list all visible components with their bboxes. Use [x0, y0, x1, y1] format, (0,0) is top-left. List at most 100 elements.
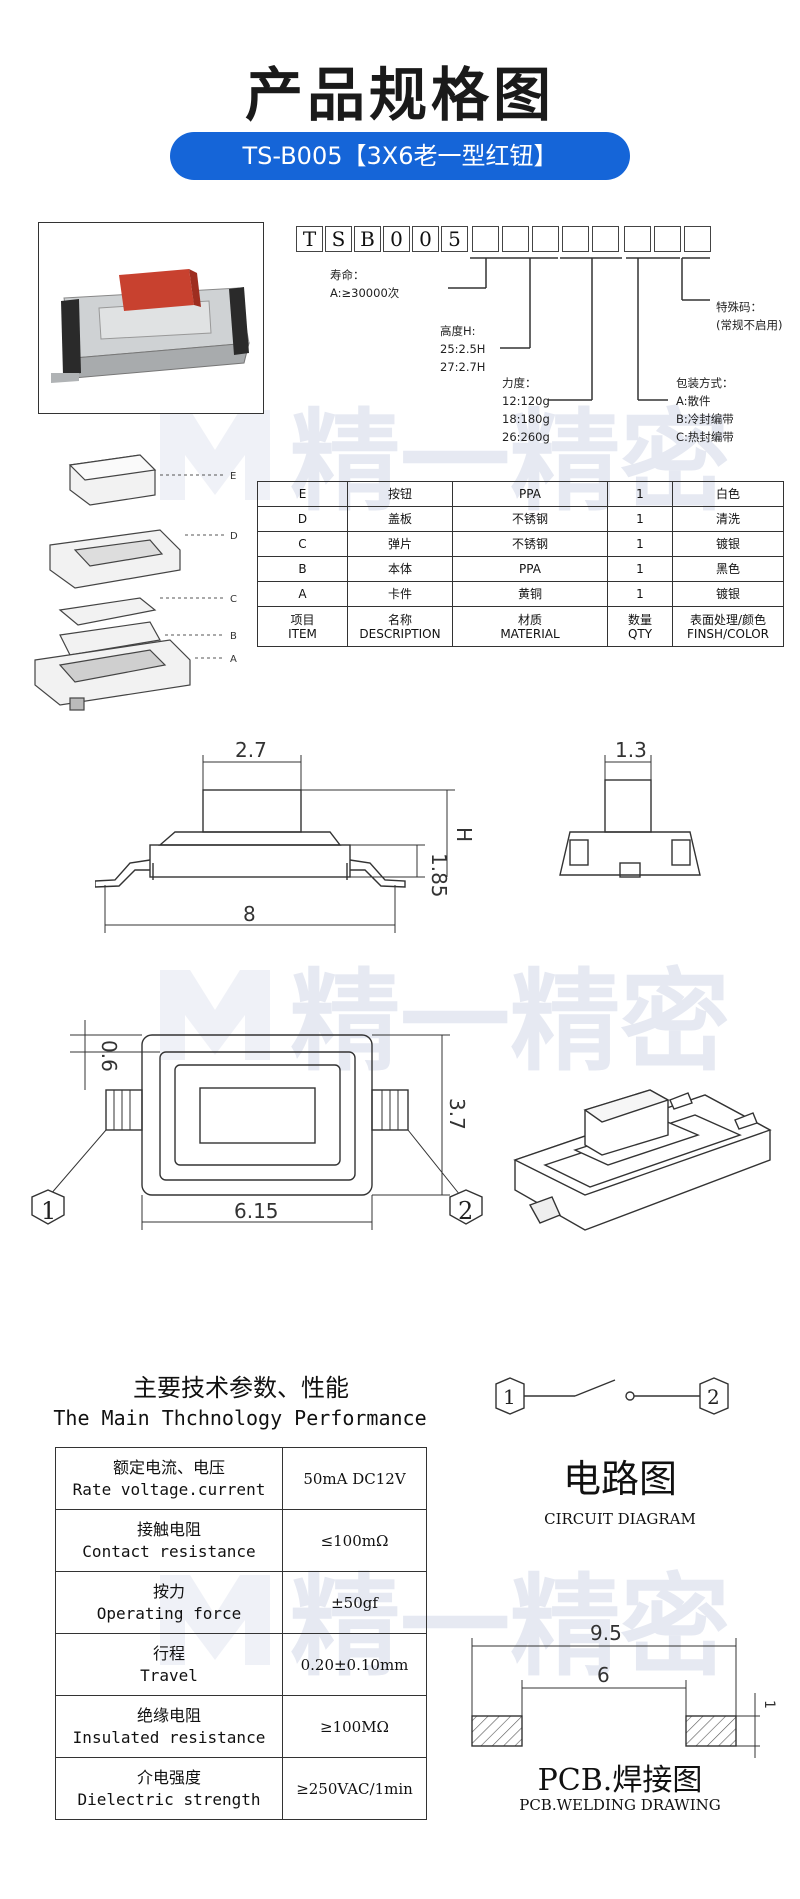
- cell-item: D: [257, 506, 348, 532]
- special-title: 特殊码：: [716, 300, 762, 314]
- package-label: 包装方式： A:散件 B:冷封编带 C:热封编带: [676, 374, 734, 446]
- param-value: 50mA DC12V: [282, 1447, 427, 1510]
- code-char-3: B: [354, 226, 381, 252]
- pin-2-badge: [449, 1189, 483, 1225]
- cell-material: 不锈钢: [452, 506, 608, 532]
- force-label: 力度： 12:120g 18:180g 26:260g: [502, 374, 550, 446]
- package-title: 包装方式：: [676, 376, 734, 390]
- force-option-3: 26:260g: [502, 430, 550, 444]
- dim-side-button: 1.3: [615, 738, 647, 762]
- code-slot-pack: [624, 226, 651, 252]
- end-view-drawing: 1.3: [559, 738, 701, 878]
- dim-body-width: 3.7: [445, 1098, 469, 1130]
- cell-material: 不锈钢: [452, 531, 608, 557]
- cell-color: 白色: [672, 481, 784, 507]
- pcb-dim-outer: 9.5: [590, 1621, 622, 1645]
- param-value: 0.20±0.10mm: [282, 1633, 427, 1696]
- circuit-pin-1: 1: [503, 1385, 516, 1409]
- cell-qty: 1: [607, 556, 673, 582]
- performance-title-zh: 主要技术参数、性能: [133, 1374, 349, 1402]
- code-slot-special-1: [654, 226, 681, 252]
- dim-body-length: 8: [243, 902, 256, 926]
- dim-body-height: 1.85: [427, 853, 451, 898]
- top-view-drawing: 0.6 3.7 6.15 1 2: [31, 1020, 483, 1230]
- circuit-title-zh: 电路图: [562, 1457, 677, 1501]
- cell-item: E: [257, 481, 348, 507]
- height-option-1: 25:2.5H: [440, 342, 486, 356]
- dim-height-h: H: [452, 827, 475, 842]
- switch-illustration: [51, 269, 250, 383]
- cell-name: 盖板: [347, 506, 453, 532]
- table-row: C 弹片 不锈钢 1 镀银: [257, 531, 784, 557]
- cell-color: 镀银: [672, 581, 784, 607]
- force-option-1: 12:120g: [502, 394, 550, 408]
- code-slot-force-2: [592, 226, 619, 252]
- cell-name: 按钮: [347, 481, 453, 507]
- life-label: 寿命： A:≥30000次: [330, 266, 399, 302]
- table-row: E 按钮 PPA 1 白色: [257, 481, 784, 507]
- cell-qty: 1: [607, 481, 673, 507]
- code-slot-force-1: [562, 226, 589, 252]
- param-value: ≥250VAC/1min: [282, 1757, 427, 1820]
- exploded-label-c: C: [230, 594, 237, 605]
- isometric-view-drawing: [513, 1089, 772, 1231]
- cell-name: 卡件: [347, 581, 453, 607]
- pcb-pad-left: [471, 1715, 523, 1747]
- code-leader-lines: [448, 257, 710, 401]
- pcb-dim-pad: 1: [761, 1700, 777, 1709]
- cell-material: PPA: [452, 556, 608, 582]
- code-char-6: 5: [441, 226, 468, 252]
- product-photo: [38, 222, 264, 414]
- height-title: 高度H:: [440, 324, 476, 338]
- cell-color: 镀银: [672, 531, 784, 557]
- exploded-label-a: A: [230, 654, 237, 665]
- force-title: 力度：: [502, 376, 537, 390]
- pcb-title-zh: PCB.焊接图: [537, 1763, 703, 1798]
- pcb-pad-right: [685, 1715, 737, 1747]
- parts-table: E 按钮 PPA 1 白色 D 盖板 不锈钢 1 清洗 C 弹片 不锈钢 1 镀…: [257, 481, 784, 647]
- cell-color: 黑色: [672, 556, 784, 582]
- model-banner: TS-B005【3X6老一型红钮】: [170, 132, 630, 180]
- cell-color: 清洗: [672, 506, 784, 532]
- pcb-drawing: 9.5 6 1: [471, 1621, 777, 1758]
- package-option-c: C:热封编带: [676, 430, 734, 444]
- pin-2-label: 2: [458, 1197, 473, 1225]
- table-row: A 卡件 黄铜 1 镀银: [257, 581, 784, 607]
- code-char-4: 0: [383, 226, 410, 252]
- height-label: 高度H: 25:2.5H 27:2.7H: [440, 322, 485, 376]
- code-slot-life: [472, 226, 499, 252]
- cell-qty: 1: [607, 531, 673, 557]
- code-slot-special-2: [684, 226, 711, 252]
- code-char-1: T: [296, 226, 323, 252]
- watermark-text-2: 精一精密: [290, 958, 730, 1086]
- pin-1-badge: [31, 1189, 65, 1225]
- side-view-drawing: 2.7 8 1.85 H: [95, 738, 475, 933]
- exploded-label-e: E: [230, 471, 236, 482]
- cell-material: 黄铜: [452, 581, 608, 607]
- page-title: 产品规格图: [244, 61, 555, 129]
- code-char-5: 0: [412, 226, 439, 252]
- circuit-pin-2: 2: [707, 1385, 720, 1409]
- cell-item: C: [257, 531, 348, 557]
- code-slot-height-2: [532, 226, 559, 252]
- package-option-b: B:冷封编带: [676, 412, 734, 426]
- param-value: ≥100MΩ: [282, 1695, 427, 1758]
- table-row: B 本体 PPA 1 黑色: [257, 556, 784, 582]
- param-value: ≤100mΩ: [282, 1509, 427, 1572]
- exploded-view: E D C B A: [34, 454, 238, 711]
